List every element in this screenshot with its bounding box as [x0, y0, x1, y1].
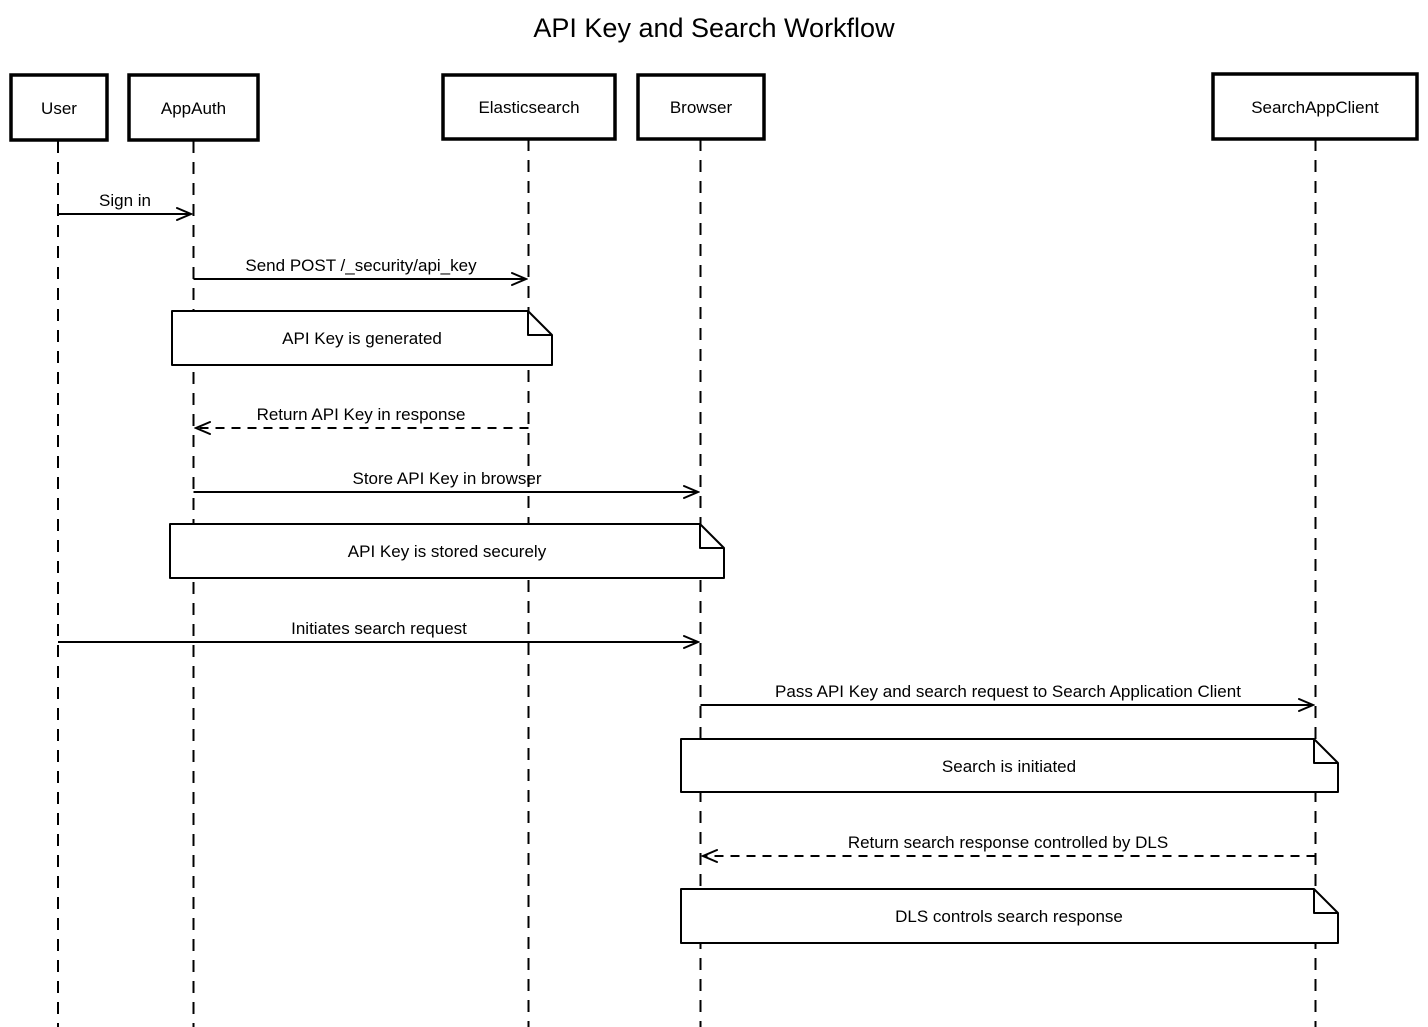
participant-elasticsearch-box	[441, 73, 617, 141]
note-api-key-stored: API Key is stored securely	[169, 523, 725, 579]
note-api-key-generated-fold	[527, 311, 552, 336]
diagram-title: API Key and Search Workflow	[533, 13, 895, 43]
participant-browser-box	[636, 73, 766, 141]
note-api-key-generated: API Key is generated	[171, 310, 553, 366]
message-store-api-key: Store API Key in browser	[193, 469, 699, 492]
message-initiates-search-label: Initiates search request	[291, 619, 467, 638]
message-send-post: Send POST /_security/api_key	[193, 256, 527, 279]
participant-user-label: User	[41, 99, 77, 118]
note-search-initiated: Search is initiated	[680, 738, 1339, 793]
participant-searchappclient-label: SearchAppClient	[1251, 98, 1379, 117]
participant-appauth-box	[127, 73, 260, 142]
note-dls-controls-fold	[1313, 889, 1338, 914]
message-sign-in-label: Sign in	[99, 191, 151, 210]
message-initiates-search: Initiates search request	[58, 619, 698, 642]
participant-user-box	[9, 73, 109, 142]
note-search-initiated-shape	[680, 738, 1339, 793]
message-return-api-key: Return API Key in response	[196, 405, 529, 428]
note-api-key-generated-shape	[171, 310, 553, 366]
message-sign-in: Sign in	[58, 191, 191, 214]
note-search-initiated-fold	[1313, 739, 1338, 764]
participant-browser-label: Browser	[670, 98, 733, 117]
message-return-api-key-label: Return API Key in response	[257, 405, 466, 424]
note-dls-controls-label: DLS controls search response	[895, 907, 1123, 926]
participant-elasticsearch-label: Elasticsearch	[478, 98, 579, 117]
note-api-key-generated-label: API Key is generated	[282, 329, 442, 348]
participant-appauth: AppAuth	[127, 73, 260, 142]
note-api-key-stored-shape	[169, 523, 725, 579]
message-store-api-key-label: Store API Key in browser	[353, 469, 542, 488]
message-send-post-label: Send POST /_security/api_key	[245, 256, 477, 275]
participant-searchappclient-box	[1211, 72, 1419, 141]
participant-browser: Browser	[636, 73, 766, 141]
note-search-initiated-label: Search is initiated	[942, 757, 1076, 776]
message-pass-api-key-label: Pass API Key and search request to Searc…	[775, 682, 1241, 701]
note-api-key-stored-label: API Key is stored securely	[348, 542, 547, 561]
participant-user: User	[9, 73, 109, 142]
note-api-key-stored-fold	[699, 524, 724, 549]
note-dls-controls-shape	[680, 888, 1339, 944]
message-return-search-response-label: Return search response controlled by DLS	[848, 833, 1168, 852]
message-pass-api-key: Pass API Key and search request to Searc…	[700, 682, 1314, 705]
participant-searchappclient: SearchAppClient	[1211, 72, 1419, 141]
message-return-search-response: Return search response controlled by DLS	[703, 833, 1316, 856]
participant-elasticsearch: Elasticsearch	[441, 73, 617, 141]
participant-appauth-label: AppAuth	[161, 99, 226, 118]
note-dls-controls: DLS controls search response	[680, 888, 1339, 944]
